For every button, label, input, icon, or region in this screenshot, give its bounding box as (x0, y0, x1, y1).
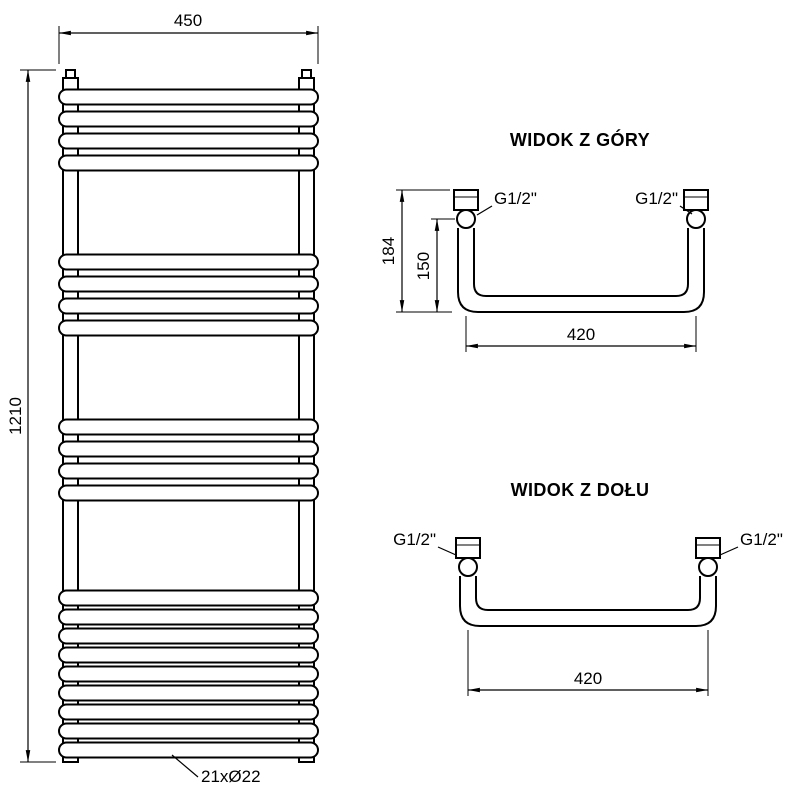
bottom-left-fitting-callout: G1/2" (393, 530, 457, 556)
height-dim-label: 1210 (6, 397, 25, 435)
radiator-rung (58, 154, 319, 172)
top-right-fitting-callout: G1/2" (635, 189, 693, 215)
radiator-rung (58, 741, 319, 759)
bottom-spacing-dimension: 420 (467, 630, 709, 696)
radiator-rung (58, 722, 319, 740)
radiator-rung (58, 703, 319, 721)
pipe-inner-contour (475, 576, 701, 611)
radiator-rungs (58, 88, 319, 759)
top-left-fitting (453, 189, 479, 229)
pipe-outer-contour (459, 576, 717, 627)
tube-count-label: 21xØ22 (201, 767, 261, 786)
radiator-rung (58, 297, 319, 315)
radiator-rung (58, 665, 319, 683)
front-view: 450 1210 21xØ22 (6, 11, 319, 786)
bottom-left-fitting (455, 537, 481, 577)
bottom-view: WIDOK Z DOŁU G1/2" (393, 480, 783, 696)
top-left-fitting-callout: G1/2" (476, 189, 537, 216)
radiator-rung (58, 253, 319, 271)
height-dimension: 1210 (6, 69, 56, 763)
bottom-spacing-label: 420 (574, 669, 602, 688)
union-nut (698, 557, 718, 577)
bottom-view-title: WIDOK Z DOŁU (511, 480, 650, 500)
leader-line (437, 546, 457, 556)
top-spacing-dimension: 420 (465, 316, 697, 352)
radiator-rung (58, 589, 319, 607)
bottom-right-fitting-callout: G1/2" (719, 530, 783, 556)
pipe-axis-dimension: 150 (414, 218, 455, 312)
union-nut (686, 209, 706, 229)
union-nut (456, 209, 476, 229)
pipe-axis-label: 150 (414, 252, 433, 280)
pipe-outer-contour (457, 228, 705, 313)
radiator-rung (58, 608, 319, 626)
radiator-rung (58, 646, 319, 664)
radiator-rung (58, 88, 319, 106)
radiator-rung (58, 462, 319, 480)
top-spacing-label: 420 (567, 325, 595, 344)
top-right-fitting (683, 189, 709, 229)
top-view-title: WIDOK Z GÓRY (510, 129, 650, 150)
right-fitting-label: G1/2" (635, 189, 678, 208)
left-fitting-label: G1/2" (494, 189, 537, 208)
union-nut (458, 557, 478, 577)
valve-body (455, 537, 481, 559)
valve-body (695, 537, 721, 559)
right-fitting-label: G1/2" (740, 530, 783, 549)
valve-body (453, 189, 479, 211)
radiator-rung (58, 484, 319, 502)
top-view: WIDOK Z GÓRY G1/2" (379, 129, 709, 352)
leader-line (719, 546, 739, 556)
bottom-right-fitting (695, 537, 721, 577)
radiator-rung (58, 110, 319, 128)
width-dim-label: 450 (174, 11, 202, 30)
radiator-rung (58, 418, 319, 436)
tube-count-callout: 21xØ22 (171, 754, 261, 786)
radiator-rung (58, 132, 319, 150)
left-fitting-label: G1/2" (393, 530, 436, 549)
leader-line (679, 205, 693, 215)
radiator-rung (58, 627, 319, 645)
valve-body (683, 189, 709, 211)
pipe-inner-contour (473, 228, 689, 297)
overall-depth-label: 184 (379, 237, 398, 265)
radiator-rung (58, 275, 319, 293)
radiator-rung (58, 440, 319, 458)
leader-line (476, 205, 493, 216)
width-dimension: 450 (58, 11, 319, 64)
radiator-rung (58, 319, 319, 337)
overall-depth-dimension: 184 (379, 189, 452, 313)
leader-line (171, 754, 199, 778)
radiator-rung (58, 684, 319, 702)
